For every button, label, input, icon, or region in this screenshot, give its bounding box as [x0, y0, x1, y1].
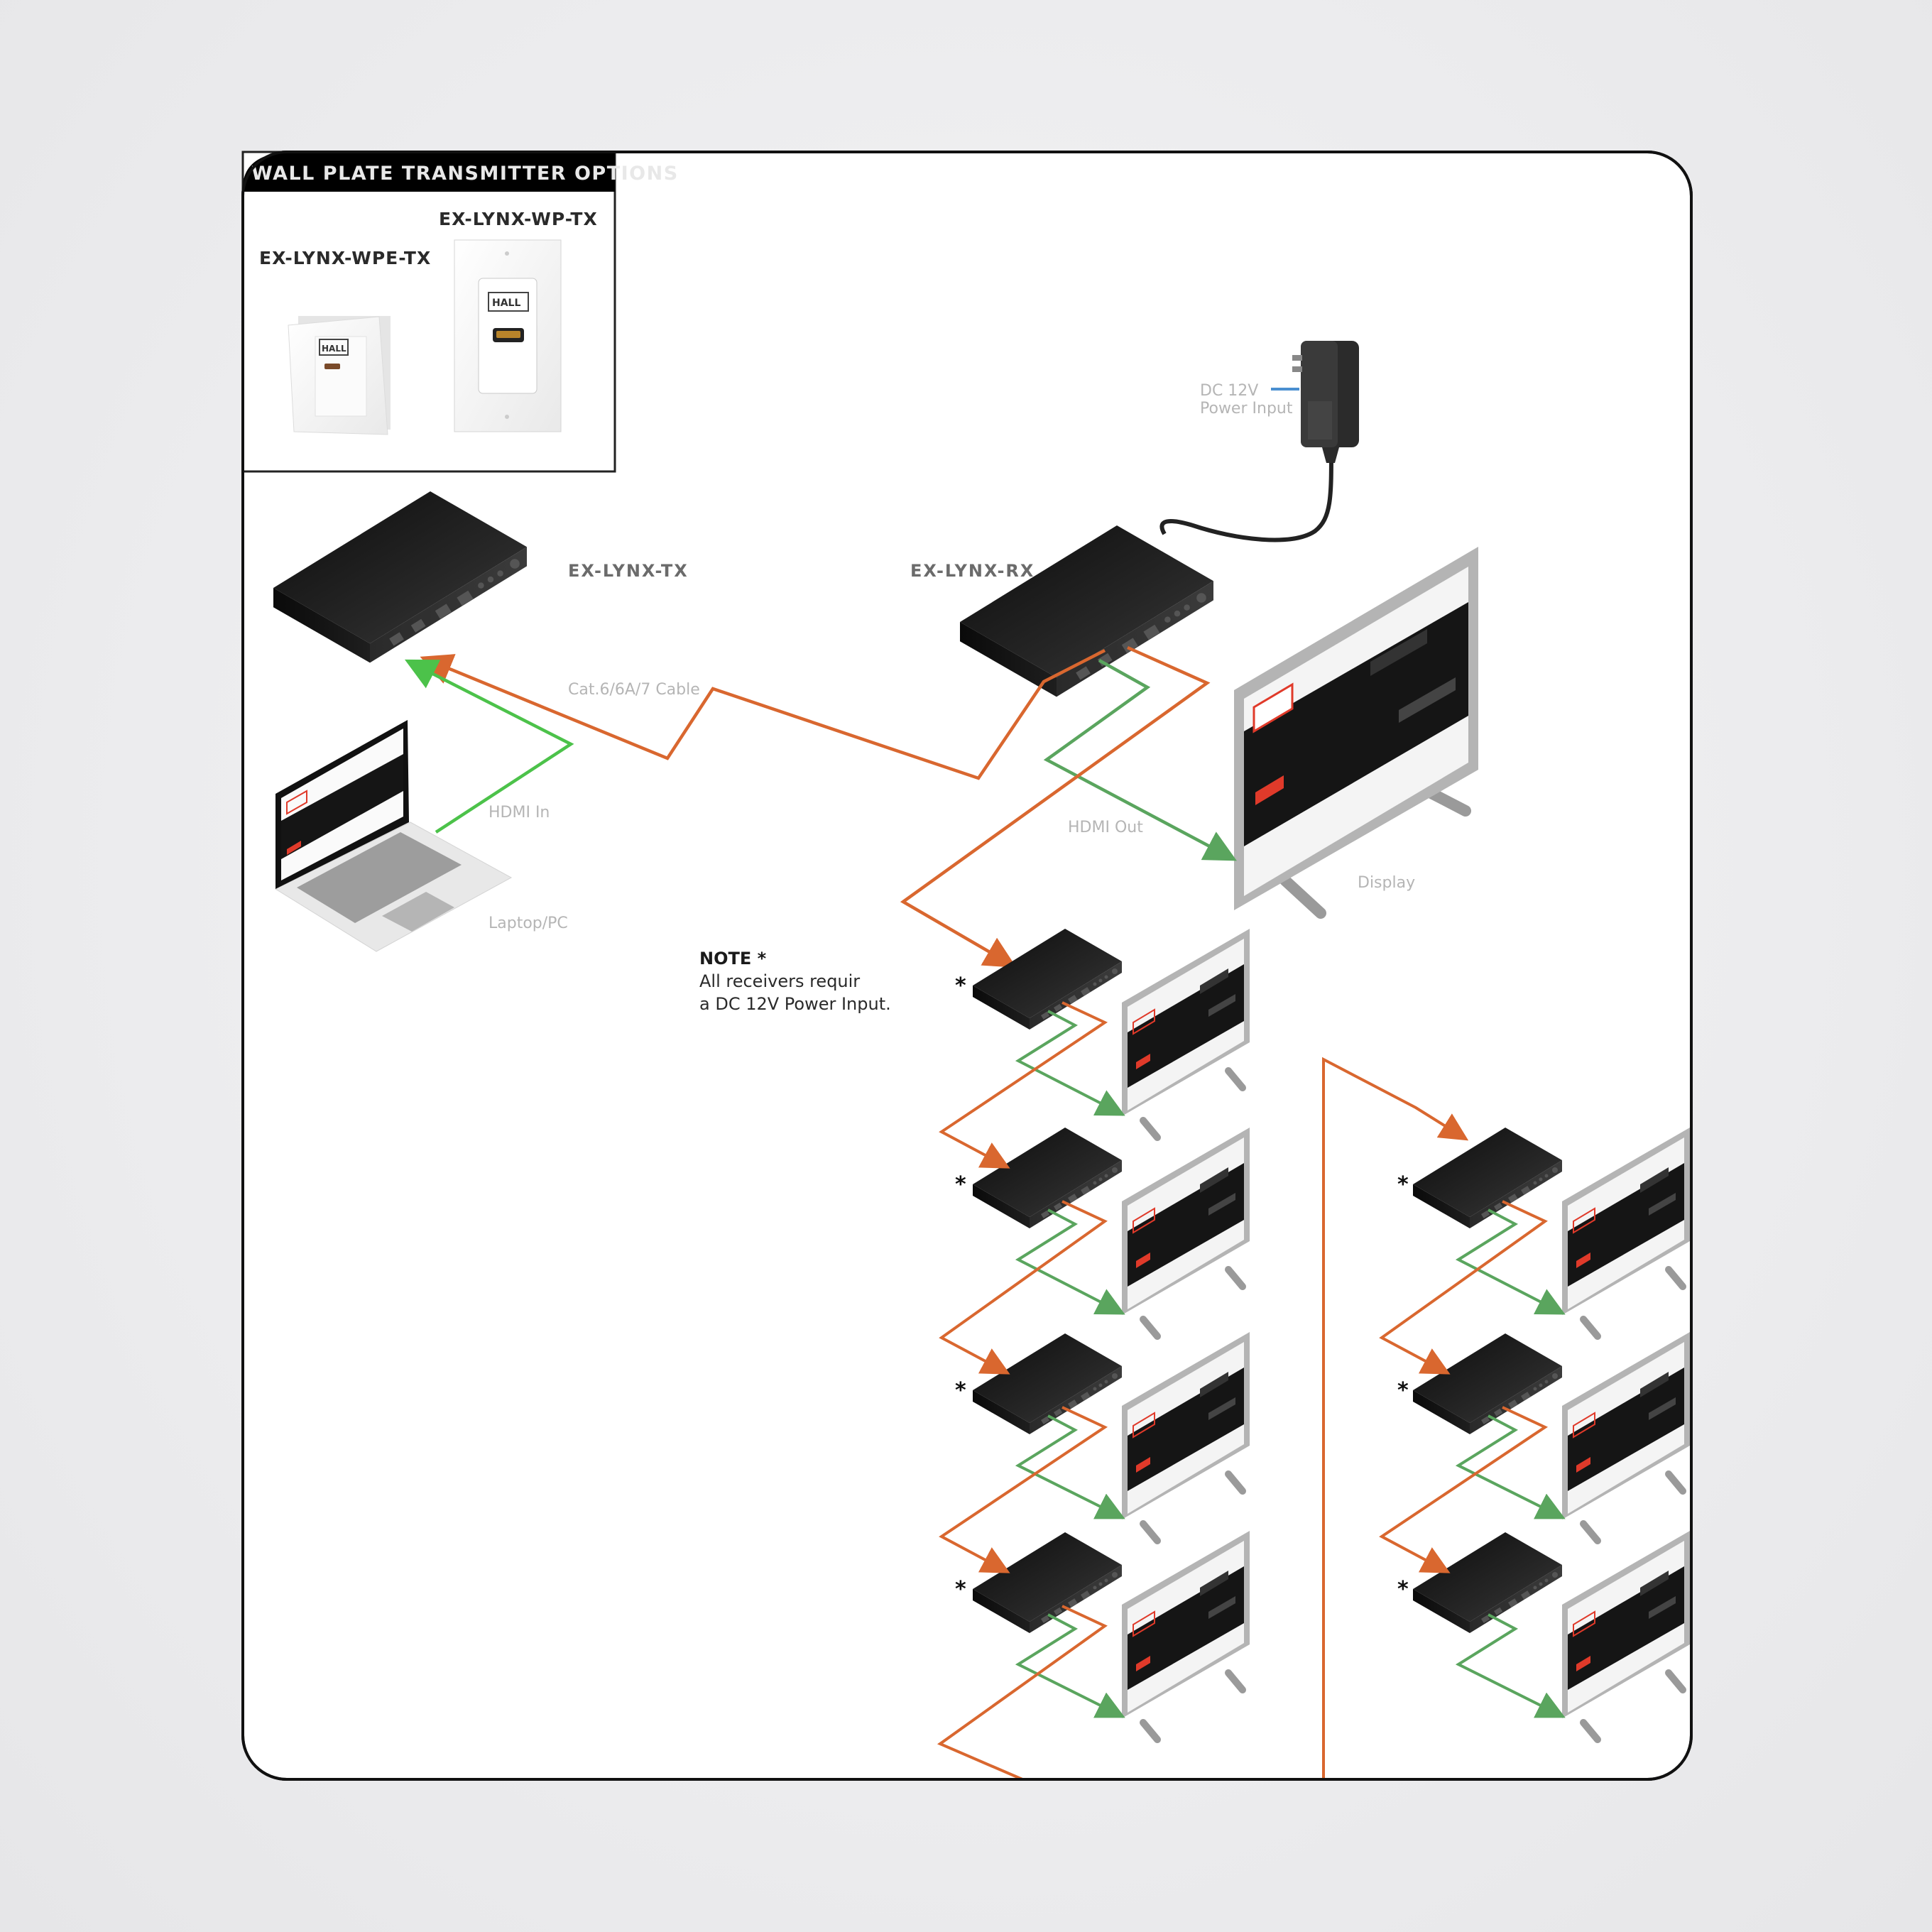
- power-required-marker: *: [955, 1172, 966, 1197]
- cat-cable-rx-cascade: [900, 645, 1211, 968]
- cascade-receiver: [1413, 1333, 1562, 1434]
- power-required-marker: *: [955, 1378, 966, 1403]
- laptop-label: Laptop/PC: [489, 915, 568, 932]
- power-required-marker: *: [1397, 1172, 1409, 1197]
- power-required-marker: *: [955, 973, 966, 998]
- wpe-brand-logo: HALL: [322, 344, 346, 354]
- cascade-receiver: [973, 1532, 1122, 1633]
- cascade-receiver: [973, 929, 1122, 1030]
- note-line2: a DC 12V Power Input.: [699, 994, 891, 1014]
- hdmi-out-label: HDMI Out: [1068, 819, 1143, 836]
- wall-plate-wp-image: HALL: [454, 239, 562, 432]
- cat-cable-label: Cat.6/6A/7 Cable: [568, 681, 700, 699]
- wp-brand-logo: HALL: [492, 298, 520, 309]
- main-receiver-device: [960, 525, 1213, 697]
- hdmi-in-label: HDMI In: [489, 804, 550, 822]
- wall-plate-wpe-image: HALL: [288, 316, 391, 435]
- cascade-cat-cables: [1379, 1200, 1549, 1573]
- wall-plate-model-wpe: EX-LYNX-WPE-TX: [259, 248, 431, 268]
- note-title: NOTE *: [699, 949, 767, 968]
- cascade-receiver: [1413, 1532, 1562, 1633]
- cascade-hdmi-cables: [1015, 1010, 1125, 1718]
- cascade-receiver: [973, 1128, 1122, 1228]
- cascade-left-column: * * * *: [937, 929, 1469, 1781]
- cascade-display: [1562, 1128, 1690, 1336]
- note-line1: All receivers requir: [699, 971, 860, 991]
- cascade-display: [1122, 1332, 1250, 1541]
- main-display-label: Display: [1358, 874, 1415, 892]
- frame-outline: [241, 151, 1693, 1781]
- laptop-source: [274, 720, 513, 952]
- cascade-hdmi-cables: [1455, 1208, 1566, 1718]
- wall-plate-panel: WALL PLATE TRANSMITTER OPTIONS EX-LYNX-W…: [241, 151, 679, 473]
- main-receiver-label: EX-LYNX-RX: [910, 561, 1035, 581]
- hdmi-out-cable-main: [1043, 659, 1237, 861]
- wall-plate-model-wp: EX-LYNX-WP-TX: [439, 209, 598, 229]
- power-adapter: DC 12V Power Input: [1159, 341, 1359, 542]
- power-required-marker: *: [955, 1577, 966, 1602]
- power-label-line2: Power Input: [1200, 400, 1293, 417]
- cascade-receiver: [1413, 1128, 1562, 1228]
- main-display: [1234, 547, 1478, 919]
- transmitter-label: EX-LYNX-TX: [568, 561, 689, 581]
- cascade-display: [1122, 929, 1250, 1137]
- transmitter-device: [273, 491, 527, 663]
- cascade-receiver: [973, 1333, 1122, 1434]
- power-note: NOTE * All receivers requir a DC 12V Pow…: [699, 949, 891, 1014]
- cascade-display: [1562, 1531, 1690, 1740]
- cascade-display: [1122, 1531, 1250, 1740]
- cat-cable-tx-rx: [420, 648, 1106, 780]
- power-required-marker: *: [1397, 1378, 1409, 1403]
- power-label-line1: DC 12V: [1200, 382, 1258, 400]
- cascade-display: [1122, 1128, 1250, 1336]
- power-required-marker: *: [1397, 1577, 1409, 1602]
- wall-plate-header: WALL PLATE TRANSMITTER OPTIONS: [251, 163, 679, 185]
- cascade-right-column: * * *: [1379, 1128, 1690, 1740]
- cascade-display: [1562, 1332, 1690, 1541]
- hdmi-in-cable: [404, 659, 574, 834]
